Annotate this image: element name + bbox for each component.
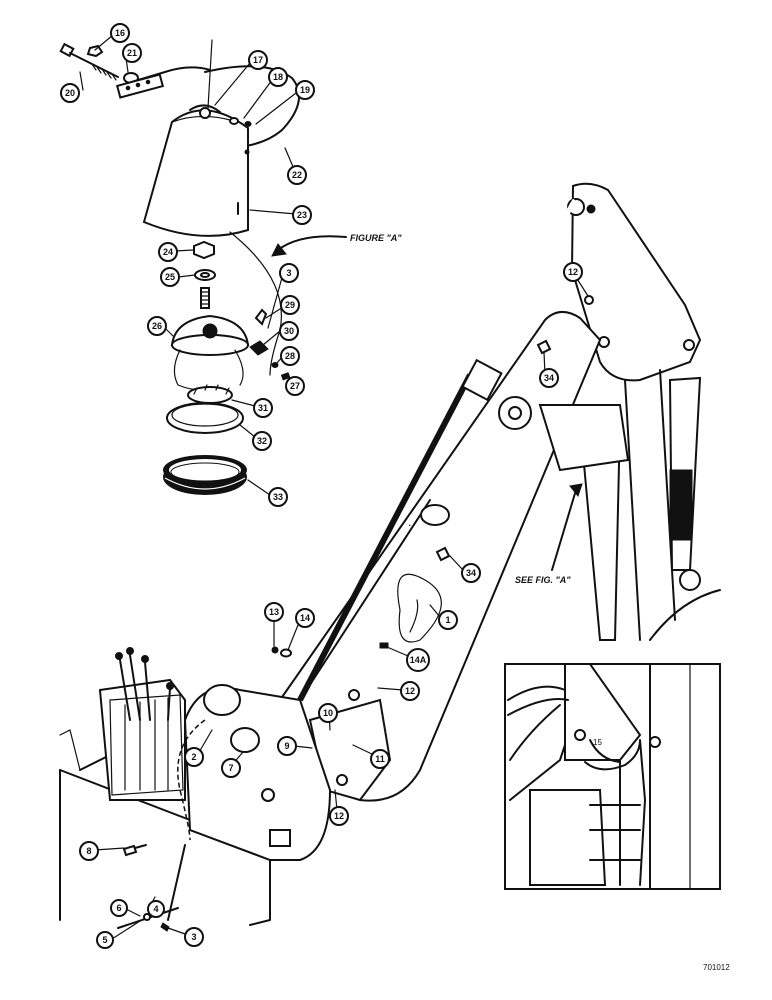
callout-24: 24 — [163, 247, 173, 257]
callout-12-top: 12 — [568, 267, 578, 277]
swivel-26 — [170, 287, 250, 391]
callout-33: 33 — [273, 492, 283, 502]
strap-22 — [115, 65, 301, 147]
callout-3-low: 3 — [191, 932, 196, 942]
callout-14: 14 — [300, 613, 310, 623]
callout-4: 4 — [153, 904, 158, 914]
callout-27: 27 — [290, 381, 300, 391]
callout-26: 26 — [152, 321, 162, 331]
callout-8: 8 — [86, 846, 91, 856]
figure-a-label: FIGURE "A" — [350, 233, 402, 243]
callout-32: 32 — [257, 436, 267, 446]
callout-14a: 14A — [410, 655, 427, 665]
callout-13: 13 — [269, 607, 279, 617]
control-levers — [115, 647, 174, 721]
callout-11: 11 — [375, 754, 385, 764]
boom-cylinders — [297, 198, 578, 702]
backhoe-boom-assembly — [278, 182, 721, 802]
callout-12-low: 12 — [334, 811, 344, 821]
callout-1: 1 — [445, 615, 450, 625]
callout-30: 30 — [284, 326, 294, 336]
figure-a-exploded-view — [59, 39, 347, 495]
callout-5: 5 — [102, 935, 107, 945]
part-number: 701012 — [703, 963, 730, 972]
callout-16: 16 — [115, 28, 125, 38]
callout-20: 20 — [65, 88, 75, 98]
seal-33 — [163, 455, 247, 495]
control-tower — [59, 646, 332, 932]
callout-34-top: 34 — [544, 373, 554, 383]
clamp-31 — [187, 384, 233, 404]
callout-7: 7 — [228, 763, 233, 773]
callout-29: 29 — [285, 300, 295, 310]
callout-31: 31 — [258, 403, 268, 413]
callout-21: 21 — [127, 48, 137, 58]
callout-6: 6 — [116, 903, 121, 913]
see-fig-a-label: SEE FIG. "A" — [515, 575, 571, 585]
callout-23: 23 — [297, 210, 307, 220]
callout-15: 15 — [593, 738, 602, 747]
callout-2: 2 — [191, 752, 196, 762]
callout-10: 10 — [323, 708, 333, 718]
callout-34-mid: 34 — [466, 568, 476, 578]
callout-17: 17 — [253, 55, 263, 65]
callout-19: 19 — [300, 85, 310, 95]
callout-18: 18 — [273, 72, 283, 82]
cover-23 — [142, 39, 250, 237]
callout-22: 22 — [292, 170, 302, 180]
bolt-20 — [59, 42, 119, 81]
callout-12-mid: 12 — [405, 686, 415, 696]
callouts: 16 20 21 17 18 19 22 23 24 25 3 29 26 30… — [60, 23, 602, 949]
callout-9: 9 — [284, 741, 289, 751]
inset-detail-box — [504, 663, 721, 890]
callout-28: 28 — [285, 351, 295, 361]
callout-25: 25 — [165, 272, 175, 282]
callout-3: 3 — [286, 268, 291, 278]
